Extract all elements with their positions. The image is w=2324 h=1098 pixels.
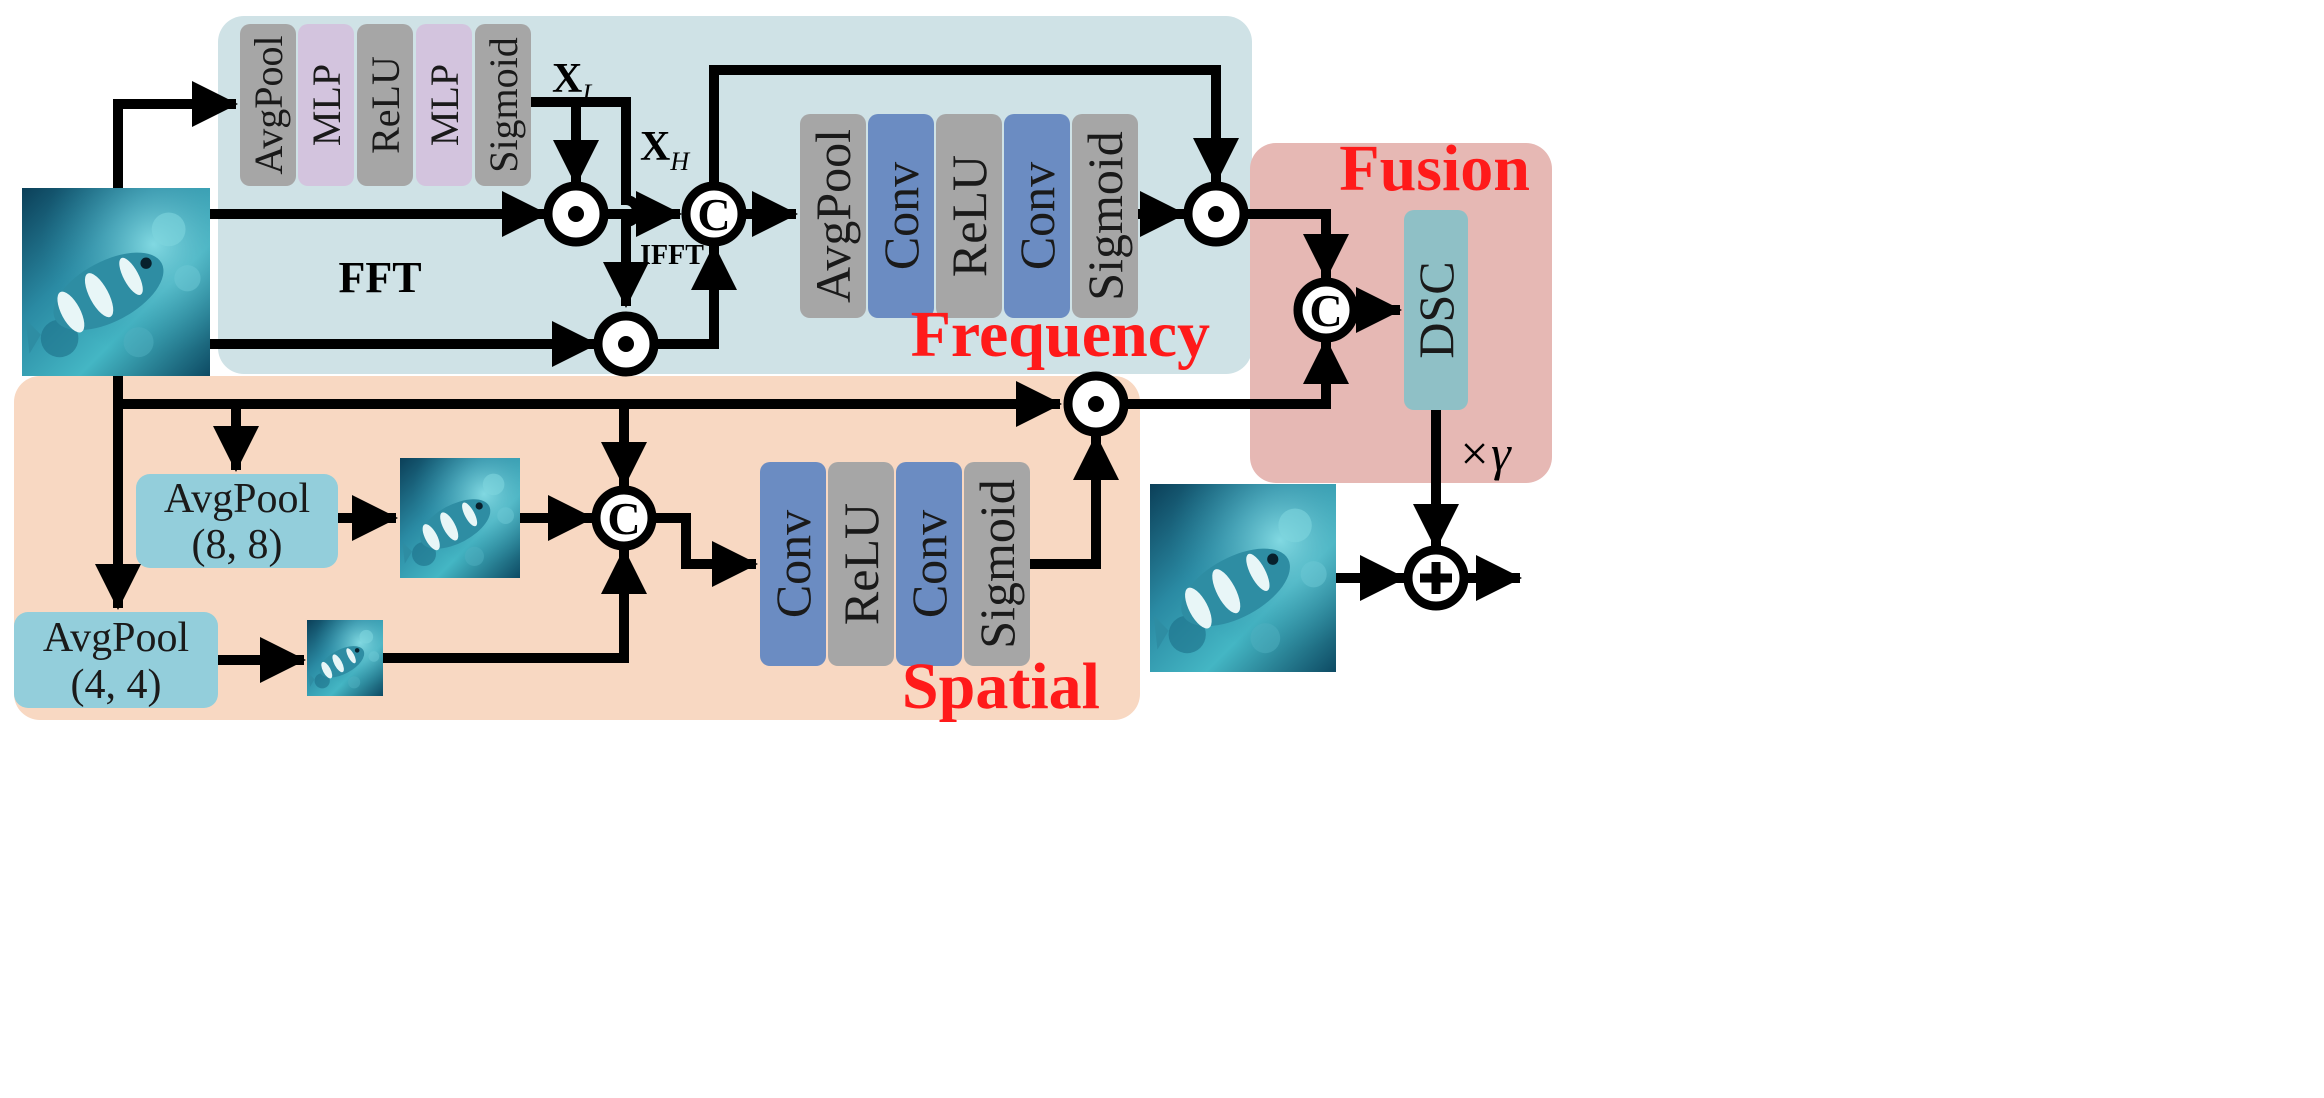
concat-symbol-2: C — [607, 493, 640, 544]
ca-avgpool-block — [240, 24, 296, 186]
ca-mlp-block-1 — [298, 24, 354, 186]
avgpool-4x4-line1: AvgPool — [43, 615, 189, 661]
ca-mlp-label-1: MLP — [304, 64, 349, 146]
ca-mlp-block-2 — [416, 24, 472, 186]
connections — [95, 65, 1522, 683]
fft-label: FFT — [338, 253, 421, 302]
spatial-region-label: Spatial — [902, 650, 1100, 723]
multiply-node-2 — [593, 311, 659, 377]
fa-relu-label: ReLU — [941, 155, 997, 277]
fa-conv-block-2 — [1004, 114, 1070, 318]
channel-attention-blocks: AvgPool MLP ReLU MLP Sigmoid — [240, 24, 531, 186]
ifft-label: IFFT — [640, 240, 704, 271]
multiply-dot-1 — [568, 206, 584, 222]
sa-conv-block-2 — [896, 462, 962, 666]
fa-avgpool-block — [800, 114, 866, 318]
fa-sigmoid-label: Sigmoid — [1077, 131, 1133, 300]
concat-node-1: C — [681, 181, 747, 247]
pooled-image-4x4 — [307, 620, 383, 696]
dsc-label: DSC — [1408, 261, 1464, 358]
input-image — [22, 188, 210, 376]
add-plus-icon — [1420, 562, 1452, 594]
concat-node-fusion: C — [1293, 277, 1359, 343]
fa-sigmoid-block — [1072, 114, 1138, 318]
spatial-attention-blocks: Conv ReLU Conv Sigmoid — [760, 462, 1030, 666]
sa-conv-label-2: Conv — [901, 510, 957, 618]
sa-sigmoid-block — [964, 462, 1030, 666]
fa-avgpool-label: AvgPool — [805, 129, 861, 303]
ca-mlp-label-2: MLP — [422, 64, 467, 146]
dsc-block — [1404, 210, 1468, 410]
avgpool-8x8-block — [136, 474, 338, 568]
ca-sigmoid-block — [475, 24, 531, 186]
sa-sigmoid-label: Sigmoid — [969, 479, 1025, 648]
multiply-node-1 — [543, 181, 609, 247]
fa-conv-block-1 — [868, 114, 934, 318]
concat-symbol-1: C — [697, 189, 730, 240]
avgpool-8x8-line2: (8, 8) — [192, 522, 283, 568]
frequency-attention-blocks: AvgPool Conv ReLU Conv Sigmoid — [800, 114, 1138, 318]
fusion-region-label: Fusion — [1339, 132, 1530, 205]
ca-avgpool-label: AvgPool — [246, 35, 291, 174]
xl-label: XL — [552, 56, 597, 108]
add-node — [1403, 545, 1469, 611]
sa-conv-block-1 — [760, 462, 826, 666]
multiply-dot-3 — [1208, 206, 1224, 222]
avgpool-8x8-line1: AvgPool — [164, 476, 310, 522]
multiply-dot-4 — [1088, 396, 1104, 412]
fa-relu-block — [936, 114, 1002, 318]
concat-symbol-fusion: C — [1309, 285, 1342, 336]
fa-conv-label-2: Conv — [1009, 162, 1065, 270]
ca-relu-block — [357, 24, 413, 186]
multiply-node-3 — [1183, 181, 1249, 247]
sa-conv-label-1: Conv — [765, 510, 821, 618]
frequency-region-label: Frequency — [911, 298, 1210, 371]
sa-relu-block — [828, 462, 894, 666]
output-image — [1150, 484, 1336, 672]
ca-relu-label: ReLU — [363, 56, 408, 154]
avgpool-4x4-block — [14, 612, 218, 708]
ca-sigmoid-label: Sigmoid — [481, 37, 526, 173]
gamma-label: ×γ — [1457, 425, 1512, 481]
pooled-image-8x8 — [400, 458, 520, 578]
fa-conv-label-1: Conv — [873, 162, 929, 270]
avgpool-4x4-line2: (4, 4) — [71, 662, 162, 708]
operator-nodes: C C C — [543, 181, 1469, 611]
concat-node-2: C — [591, 485, 657, 551]
multiply-node-4 — [1063, 371, 1129, 437]
xh-label: XH — [640, 124, 690, 176]
multiply-dot-2 — [618, 336, 634, 352]
sa-relu-label: ReLU — [833, 503, 889, 625]
